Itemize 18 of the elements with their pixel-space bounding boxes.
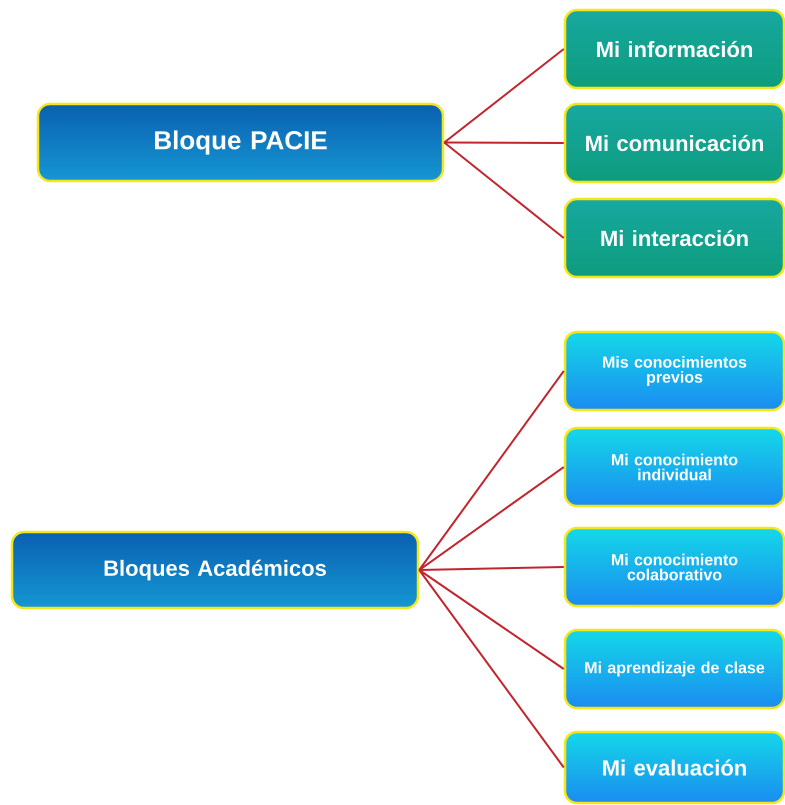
connector-line — [418, 569, 564, 670]
connector-line — [444, 48, 564, 144]
block-box: Bloques Académicos — [10, 530, 420, 610]
connector-line — [418, 370, 565, 571]
topic-box: Mi aprendizaje de clase — [564, 628, 785, 710]
topic-box: Mis conocimientos previos — [564, 330, 785, 412]
connector-line — [444, 142, 564, 144]
topic-box: Mi información — [564, 8, 785, 90]
connector-line — [419, 566, 564, 571]
connector-line — [444, 142, 564, 239]
topic-box: Mi conocimiento colaborativo — [564, 526, 785, 608]
topic-box: Mi comunicación — [564, 102, 785, 184]
topic-box: Mi conocimiento individual — [564, 426, 785, 508]
topic-box: Mi evaluación — [564, 730, 785, 804]
connector-line — [418, 466, 564, 571]
connector-line — [418, 569, 565, 768]
block-box: Bloque PACIE — [36, 102, 444, 182]
topic-box: Mi interacción — [564, 198, 785, 278]
